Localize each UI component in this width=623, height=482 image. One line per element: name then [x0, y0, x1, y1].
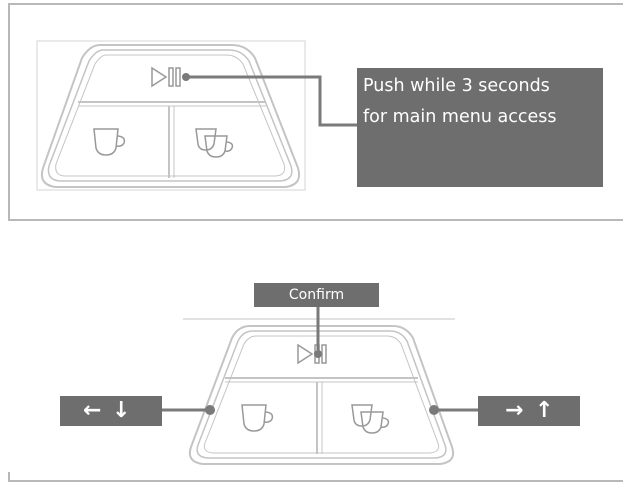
callout-dot [182, 73, 190, 81]
single-cup-icon [241, 404, 274, 432]
left-dot [205, 405, 215, 415]
single-cup-icon [93, 128, 126, 156]
callout-line-1: Push while 3 seconds [363, 76, 550, 96]
left-down-label: ← ↓ [60, 396, 162, 426]
callout-leader [187, 75, 357, 127]
arrow-left-icon: ← [83, 398, 102, 423]
confirm-dot [314, 350, 322, 358]
right-dot [429, 405, 439, 415]
double-cup-icon [351, 404, 390, 434]
keypad-frame [36, 40, 306, 191]
callout-line-2: for main menu access [363, 107, 557, 127]
double-cup-icon [195, 128, 234, 158]
arrow-right-icon: → [505, 398, 524, 423]
right-up-label: → ↑ [478, 396, 580, 426]
play-pause-icon [151, 66, 181, 88]
arrow-up-icon: ↑ [535, 398, 554, 423]
main-menu-callout: Push while 3 seconds for main menu acces… [357, 68, 603, 187]
keypad-top [40, 44, 301, 188]
arrow-down-icon: ↓ [112, 398, 131, 423]
diagram-drawing [36, 40, 478, 465]
confirm-label: Confirm [254, 283, 379, 307]
keypad-bottom [188, 325, 455, 465]
